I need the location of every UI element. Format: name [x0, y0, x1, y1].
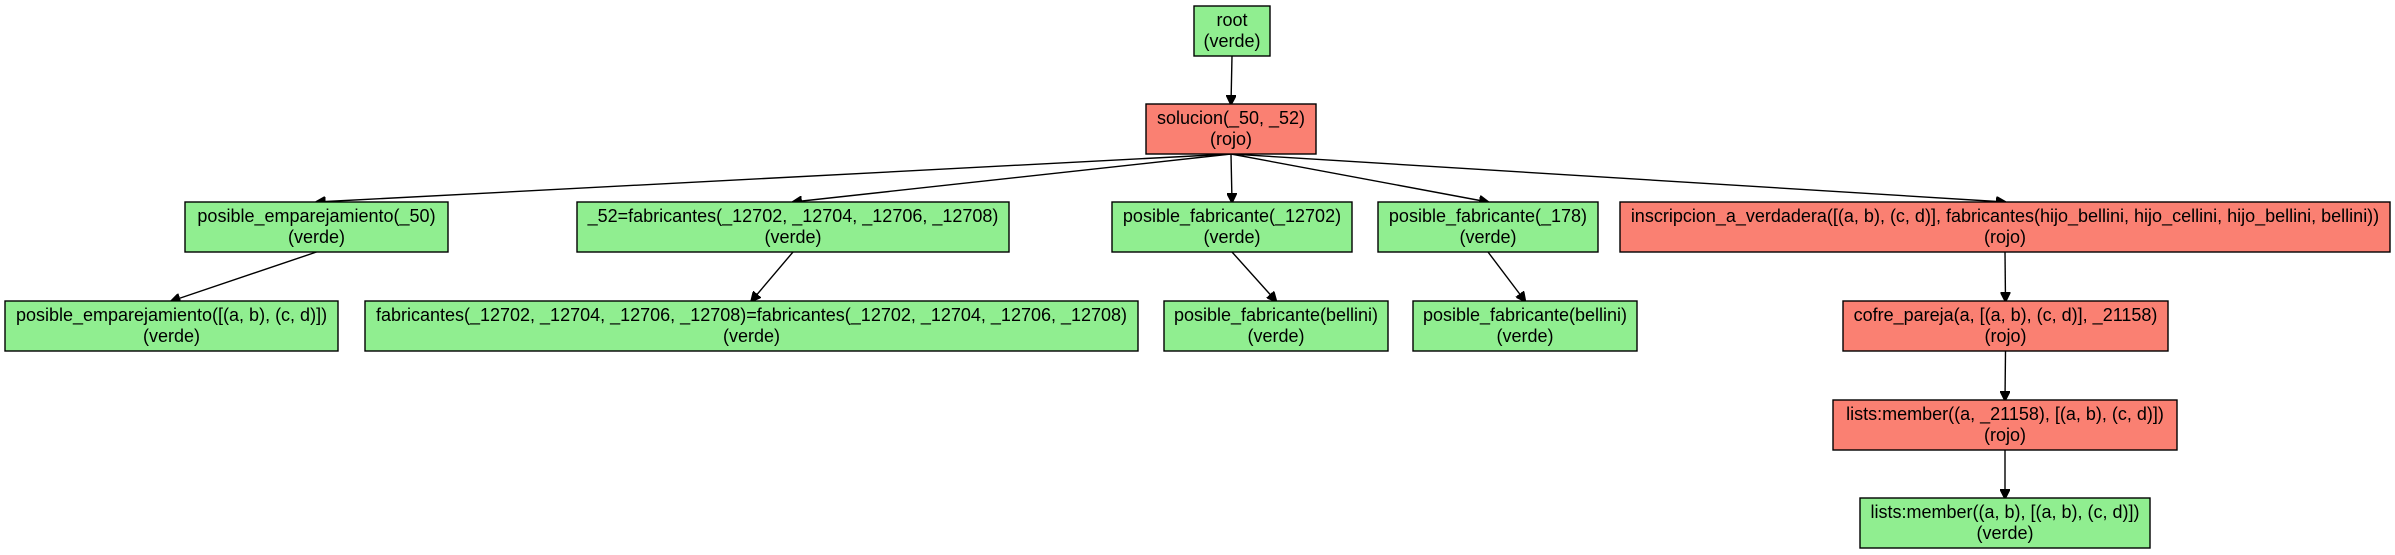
node-label: posible_fabricante(_178) — [1389, 206, 1587, 227]
node-label: fabricantes(_12702, _12704, _12706, _127… — [376, 305, 1127, 326]
node-label: posible_fabricante(_12702) — [1123, 206, 1341, 227]
edge-arrow-inscripcion-to-cofre — [2005, 251, 2006, 301]
edge-arrow-solucion-to-inscripcion — [1230, 153, 2005, 202]
node-label: posible_emparejamiento([(a, b), (c, d)]) — [16, 305, 327, 326]
node-label: posible_fabricante(bellini) — [1174, 305, 1378, 326]
node-box — [364, 300, 1139, 352]
node-label: inscripcion_a_verdadera([(a, b), (c, d)]… — [1631, 206, 2379, 227]
node-box — [1619, 201, 2391, 253]
node-box — [1145, 103, 1317, 155]
node-status-label: (verde) — [1203, 31, 1260, 51]
node-status-label: (verde) — [1976, 523, 2033, 543]
node-label: lists:member((a, b), [(a, b), (c, d)]) — [1870, 502, 2139, 522]
node-fab-eq: _52=fabricantes(_12702, _12704, _12706, … — [576, 201, 1010, 253]
node-box — [1163, 300, 1389, 352]
node-box — [184, 201, 449, 253]
node-status-label: (verde) — [1459, 227, 1516, 247]
node-fab-unif: fabricantes(_12702, _12704, _12706, _127… — [364, 300, 1139, 352]
node-pos-emp-list: posible_emparejamiento([(a, b), (c, d)])… — [4, 300, 339, 352]
node-status-label: (verde) — [764, 227, 821, 247]
node-member-2: lists:member((a, b), [(a, b), (c, d)])(v… — [1859, 497, 2151, 549]
edges-layer — [172, 55, 2006, 498]
node-root: root(verde) — [1193, 5, 1271, 57]
node-pos-fab-178: posible_fabricante(_178)(verde) — [1377, 201, 1599, 253]
node-label: solucion(_50, _52) — [1157, 108, 1305, 129]
nodes-layer: root(verde)solucion(_50, _52)(rojo)posib… — [4, 5, 2391, 549]
node-label: lists:member((a, _21158), [(a, b), (c, d… — [1846, 404, 2164, 425]
edge-arrow-solucion-to-pos_fab_12702 — [1231, 153, 1232, 202]
node-box — [1193, 5, 1271, 57]
edge-arrow-pos_emp_50-to-pos_emp_list — [172, 251, 317, 301]
edge-arrow-solucion-to-pos_emp_50 — [317, 153, 1232, 202]
node-box — [1832, 399, 2178, 451]
node-status-label: (verde) — [1247, 326, 1304, 346]
edge-arrow-root-to-solucion — [1231, 55, 1232, 104]
node-box — [4, 300, 339, 352]
edge-arrow-fab_eq-to-fab_unif — [752, 251, 794, 301]
node-status-label: (rojo) — [1984, 227, 2026, 247]
node-box — [1859, 497, 2151, 549]
node-label: posible_emparejamiento(_50) — [197, 206, 435, 227]
edge-arrow-pos_fab_178-to-pos_fab_bellini_2 — [1487, 251, 1525, 301]
node-pos-fab-12702: posible_fabricante(_12702)(verde) — [1111, 201, 1353, 253]
node-inscripcion: inscripcion_a_verdadera([(a, b), (c, d)]… — [1619, 201, 2391, 253]
node-status-label: (verde) — [723, 326, 780, 346]
node-solucion: solucion(_50, _52)(rojo) — [1145, 103, 1317, 155]
node-status-label: (verde) — [1203, 227, 1260, 247]
node-label: posible_fabricante(bellini) — [1423, 305, 1627, 326]
node-box — [1842, 300, 2169, 352]
node-label: _52=fabricantes(_12702, _12704, _12706, … — [587, 206, 999, 227]
node-pos-fab-bellini-1: posible_fabricante(bellini)(verde) — [1163, 300, 1389, 352]
node-label: cofre_pareja(a, [(a, b), (c, d)], _21158… — [1854, 305, 2158, 326]
edge-arrow-solucion-to-pos_fab_178 — [1230, 153, 1488, 202]
edge-arrow-cofre-to-member_1 — [2005, 350, 2006, 400]
node-box — [576, 201, 1010, 253]
node-member-1: lists:member((a, _21158), [(a, b), (c, d… — [1832, 399, 2178, 451]
node-box — [1111, 201, 1353, 253]
node-label: root — [1216, 10, 1247, 30]
node-status-label: (verde) — [1496, 326, 1553, 346]
node-status-label: (rojo) — [1984, 326, 2026, 346]
edge-arrow-pos_fab_12702-to-pos_fab_bellini_1 — [1231, 251, 1276, 301]
node-status-label: (verde) — [143, 326, 200, 346]
node-status-label: (rojo) — [1210, 129, 1252, 149]
node-status-label: (rojo) — [1984, 425, 2026, 445]
node-pos-emp-50: posible_emparejamiento(_50)(verde) — [184, 201, 449, 253]
node-box — [1412, 300, 1638, 352]
node-cofre: cofre_pareja(a, [(a, b), (c, d)], _21158… — [1842, 300, 2169, 352]
node-status-label: (verde) — [288, 227, 345, 247]
node-pos-fab-bellini-2: posible_fabricante(bellini)(verde) — [1412, 300, 1638, 352]
node-box — [1377, 201, 1599, 253]
edge-arrow-solucion-to-fab_eq — [793, 153, 1232, 202]
